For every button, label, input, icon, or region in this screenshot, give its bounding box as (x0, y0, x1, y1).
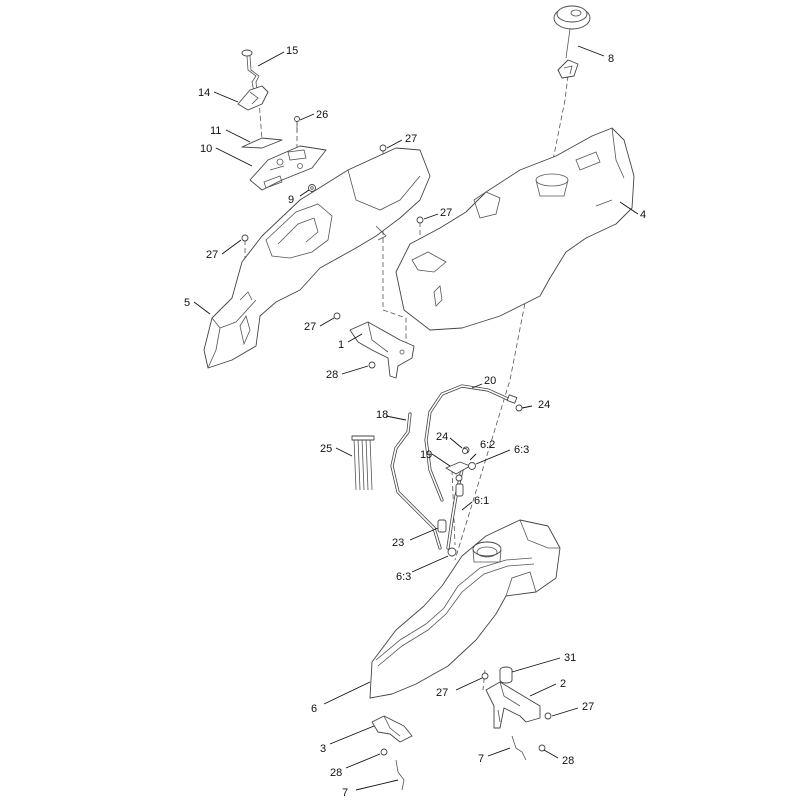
part-2-right-bracket (485, 681, 541, 729)
callout-27-e: 27 (436, 687, 448, 699)
part-8-fuel-cap (553, 5, 591, 79)
callout-6-3-b: 6:3 (396, 571, 411, 583)
callout-6-3-a: 6:3 (514, 444, 529, 456)
part-15-gauge-rod (241, 49, 260, 93)
callout-27-a: 27 (405, 133, 417, 145)
callout-5: 5 (184, 297, 190, 309)
callout-26: 26 (316, 109, 328, 121)
callout-3: 3 (320, 743, 326, 755)
callout-24-a: 24 (538, 399, 550, 411)
part-5-left-console-cover (203, 147, 431, 369)
leader-lines (193, 45, 639, 791)
part-23-fuel-line (437, 446, 476, 557)
callout-15: 15 (286, 45, 298, 57)
callout-6-2: 6:2 (480, 439, 495, 451)
callout-28-a: 28 (326, 369, 338, 381)
callout-31: 31 (564, 652, 576, 664)
callout-25: 25 (320, 443, 332, 455)
callout-28-b: 28 (330, 767, 342, 779)
callout-labels: 15 14 26 11 10 27 9 27 5 27 1 28 8 4 27 … (184, 45, 646, 799)
part-7-clip-left (395, 759, 405, 791)
part-14-gauge-housing (237, 85, 269, 111)
callout-9: 9 (288, 194, 294, 206)
part-27-nuts (241, 144, 552, 720)
part-11-gasket (241, 137, 283, 149)
callout-7-b: 7 (342, 787, 348, 799)
callout-27-b: 27 (206, 249, 218, 261)
callout-2: 2 (560, 678, 566, 690)
part-7-clip-right (511, 735, 527, 761)
callout-23: 23 (392, 537, 404, 549)
part-1-bracket (349, 321, 415, 379)
callout-19: 19 (420, 449, 432, 461)
callout-4: 4 (640, 209, 646, 221)
callout-1: 1 (338, 339, 344, 351)
part-28-bolts (368, 361, 546, 756)
callout-8: 8 (608, 53, 614, 65)
part-4-tank-cover (395, 127, 635, 331)
callout-20: 20 (484, 375, 496, 387)
callout-24-b: 24 (436, 431, 448, 443)
part-6-fuel-tank (369, 519, 561, 699)
callout-28-c: 28 (562, 755, 574, 767)
callout-10: 10 (200, 143, 212, 155)
callout-27-c: 27 (304, 321, 316, 333)
part-3-tank-bracket (371, 715, 413, 743)
part-10-gauge-plate (249, 145, 327, 191)
callout-6: 6 (311, 703, 317, 715)
callout-7-a: 7 (478, 753, 484, 765)
callout-14: 14 (198, 87, 210, 99)
callout-27-f: 27 (582, 701, 594, 713)
part-18-vent-hose (390, 412, 442, 550)
callout-27-d: 27 (440, 207, 452, 219)
part-20-fuel-hose (424, 384, 518, 502)
part-31-rubber-mount (499, 666, 513, 684)
part-9-nut (308, 184, 316, 192)
callout-18: 18 (376, 409, 388, 421)
part-25-cable-ties (351, 435, 375, 491)
part-26-screw (294, 116, 300, 132)
callout-11: 11 (210, 125, 221, 137)
callout-6-1: 6:1 (474, 495, 489, 507)
